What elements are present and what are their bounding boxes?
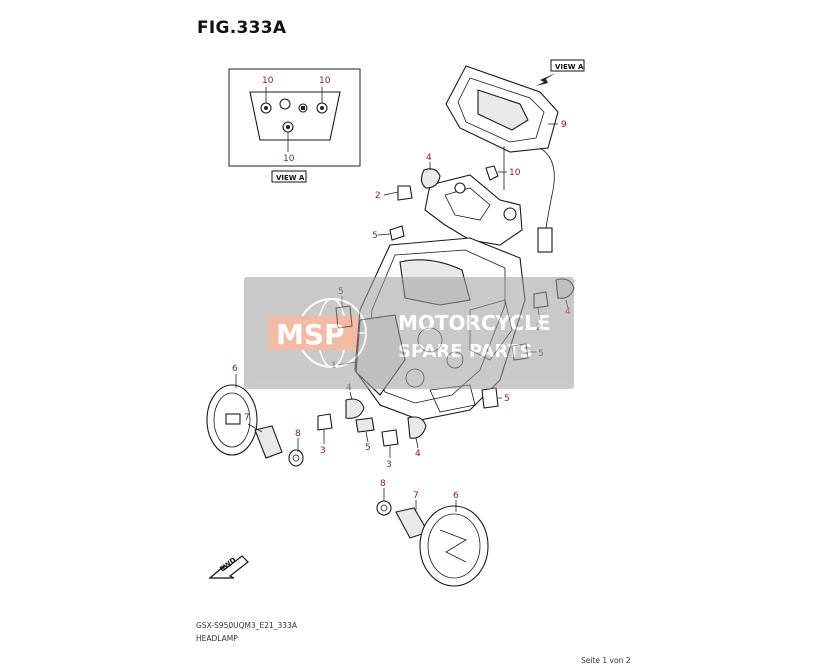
callout-4: 4 [426,153,432,163]
nut-5-top [389,225,405,241]
view-a-pointer: VIEW A [536,59,585,86]
nut-5-mid [355,417,375,433]
figure-name: HEADLAMP [196,634,238,643]
callout-2: 2 [375,191,381,201]
callout-7: 7 [413,491,419,501]
watermark-line2: SPARE PARTS [398,341,533,362]
grommet-4-low [407,416,427,439]
arrow-icon [536,73,556,86]
grommet-4-top [420,168,441,189]
washer-8-low [376,500,392,516]
view-a-label: VIEW A [276,174,305,182]
spacer-7-left [254,425,283,459]
view-a-tag-label: VIEW A [555,63,584,71]
callout-5: 5 [372,231,378,241]
headlamp-bracket [424,174,523,246]
callout-3: 3 [320,446,326,456]
callout-3: 3 [386,460,392,470]
cap-6-low [419,505,489,587]
callout-6: 6 [232,364,238,374]
callout-9: 9 [561,120,567,130]
callout-10: 10 [319,76,331,86]
lower-cap-assembly [376,500,489,587]
figure-code: GSX-S950UQM3_E21_333A [196,621,297,630]
fwd-arrow-icon [208,555,249,579]
callout-10: 10 [283,154,295,164]
view-a-inset: 10 10 10 VIEW A [228,68,361,183]
watermark: MSP MOTORCYCLE SPARE PARTS [244,277,574,389]
headlamp-upper-unit [445,65,559,253]
page-indicator: Seite 1 von 2 [581,656,631,665]
callout-5: 5 [504,394,510,404]
callout-6: 6 [453,491,459,501]
callout-7: 7 [244,413,250,423]
callout-4: 4 [415,449,421,459]
washer-8-left [288,449,304,467]
bolt-2-top [397,185,413,201]
figure-title: FIG.333A [197,18,287,38]
watermark-line1: MOTORCYCLE [398,311,550,335]
callout-10: 10 [509,168,521,178]
callout-10: 10 [262,76,274,86]
left-cap-assembly [206,384,304,467]
callout-8: 8 [380,479,386,489]
bolt-3-left [317,413,333,431]
bolt-3-mid [381,429,399,447]
callout-5: 5 [365,443,371,453]
hole-circle [279,98,291,110]
callout-8: 8 [295,429,301,439]
grommet-4-mid [345,398,365,419]
screw-10-top [485,165,499,181]
fwd-arrow: FWD [208,555,249,579]
watermark-brand: MSP [276,318,345,351]
nut-5-right2 [481,387,499,409]
